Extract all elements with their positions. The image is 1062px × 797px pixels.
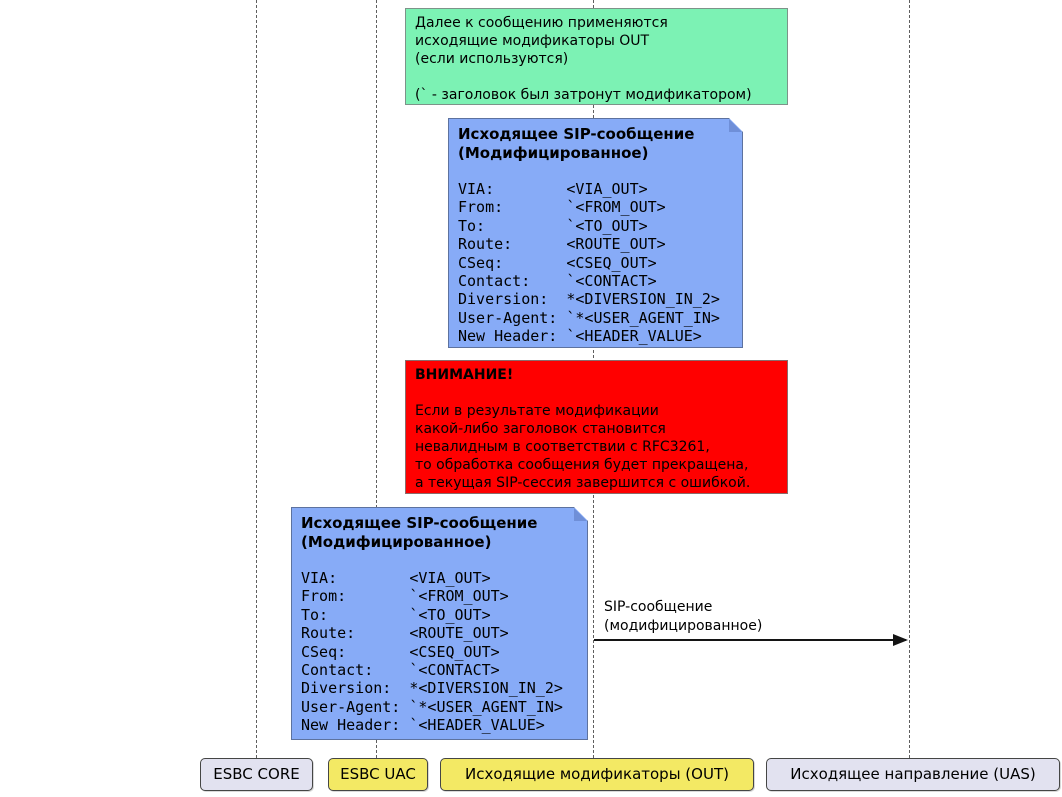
note-title: Исходящее SIP-сообщение (Модифицированно… <box>301 514 538 551</box>
sip-headers-text: VIA: <VIA_OUT> From: `<FROM_OUT> To: `<T… <box>301 569 563 735</box>
lifeline-esbc-uac <box>376 0 377 758</box>
note-sip-message-modified-1: Исходящее SIP-сообщение (Модифицированно… <box>448 118 743 348</box>
participant-esbc-uac: ESBC UAC <box>328 758 428 791</box>
note-fold-cut <box>729 118 743 132</box>
note-text: Далее к сообщению применяются исходящие … <box>415 15 752 103</box>
message-label: SIP-сообщение (модифицированное) <box>604 599 763 634</box>
warning-text: Если в результате модификации какой-либо… <box>415 403 751 491</box>
note-title: Исходящее SIP-сообщение (Модифицированно… <box>458 125 695 162</box>
message-arrow <box>594 634 908 646</box>
note-warning: ВНИМАНИЕ! Если в результате модификации … <box>405 360 788 494</box>
participant-out-modifiers: Исходящие модификаторы (OUT) <box>440 758 754 791</box>
note-fold-cut <box>574 507 588 521</box>
sip-headers-text: VIA: <VIA_OUT> From: `<FROM_OUT> To: `<T… <box>458 180 720 346</box>
lifeline-esbc-core <box>256 0 257 758</box>
note-out-modifiers-info: Далее к сообщению применяются исходящие … <box>405 8 788 105</box>
participant-esbc-core: ESBC CORE <box>200 758 313 791</box>
arrow-head-icon <box>893 634 908 646</box>
lifeline-uas-direction <box>909 0 910 758</box>
participant-uas-direction: Исходящее направление (UAS) <box>766 758 1060 791</box>
warning-title: ВНИМАНИЕ! <box>415 367 514 383</box>
note-sip-message-modified-2: Исходящее SIP-сообщение (Модифицированно… <box>291 507 588 740</box>
